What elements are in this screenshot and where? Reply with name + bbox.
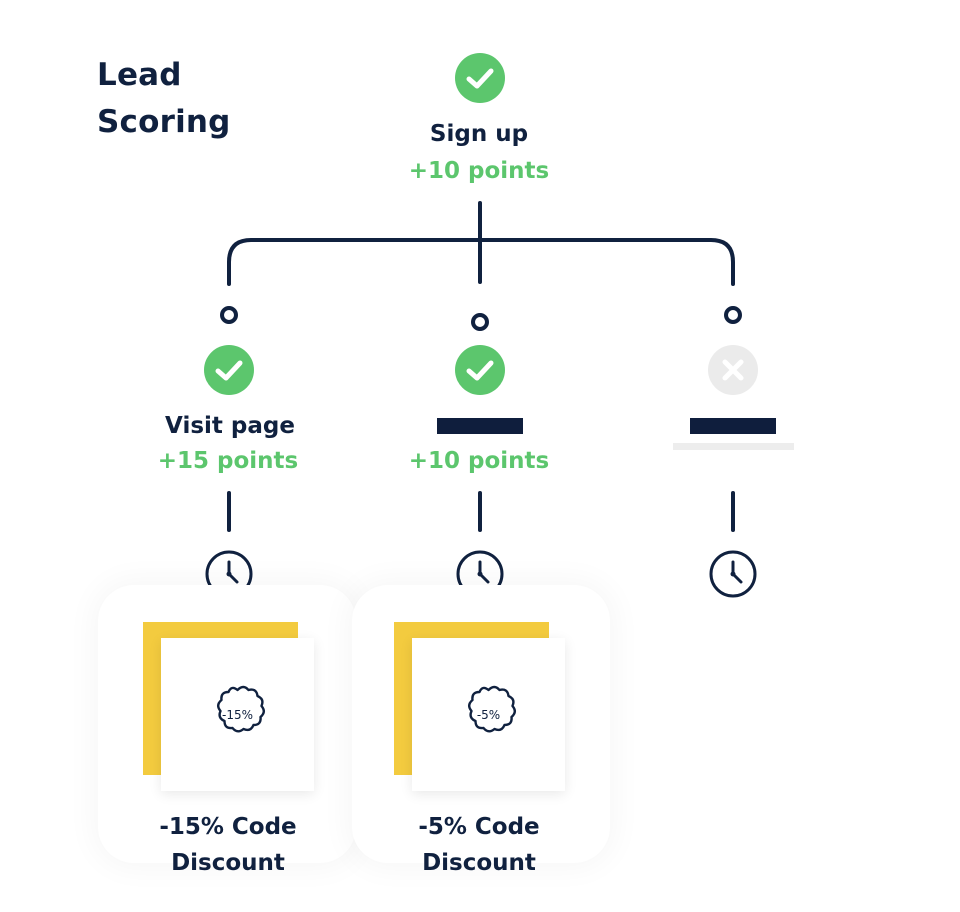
discount-1-line-2: Discount xyxy=(171,850,285,876)
discount-card-2[interactable]: -5% xyxy=(412,638,565,791)
branch-3-points-placeholder xyxy=(673,443,794,450)
diagram-title: Lead Scoring xyxy=(97,52,231,146)
discount-2-line-1: -5% Code xyxy=(418,814,540,840)
discount-badge-icon: -5% xyxy=(468,685,516,733)
discount-1-label: -15% Code Discount xyxy=(108,809,348,881)
discount-badge-icon: -15% xyxy=(217,685,265,733)
check-icon xyxy=(204,345,254,395)
check-icon xyxy=(455,345,505,395)
node-ring-3 xyxy=(724,306,742,324)
root-points: +10 points xyxy=(408,158,550,184)
branch-connector xyxy=(227,238,735,286)
branch-2-label-placeholder xyxy=(437,418,523,434)
discount-2-line-2: Discount xyxy=(422,850,536,876)
discount-card-1[interactable]: -15% xyxy=(161,638,314,791)
clock-icon xyxy=(708,549,758,603)
branch-1-label: Visit page xyxy=(165,413,295,439)
branch-2-points: +10 points xyxy=(408,448,550,474)
discount-2-badge-text: -5% xyxy=(477,708,500,722)
branch-1-points: +15 points xyxy=(157,448,299,474)
discount-1-line-1: -15% Code xyxy=(159,814,297,840)
x-icon xyxy=(708,345,758,395)
node-ring-2 xyxy=(471,313,489,331)
discount-2-label: -5% Code Discount xyxy=(359,809,599,881)
branch-3-label-placeholder xyxy=(690,418,776,434)
root-label: Sign up xyxy=(429,121,529,147)
check-icon xyxy=(455,53,505,103)
title-line-1: Lead xyxy=(97,57,182,93)
discount-1-badge-text: -15% xyxy=(222,708,253,722)
node-ring-1 xyxy=(220,306,238,324)
title-line-2: Scoring xyxy=(97,104,231,140)
